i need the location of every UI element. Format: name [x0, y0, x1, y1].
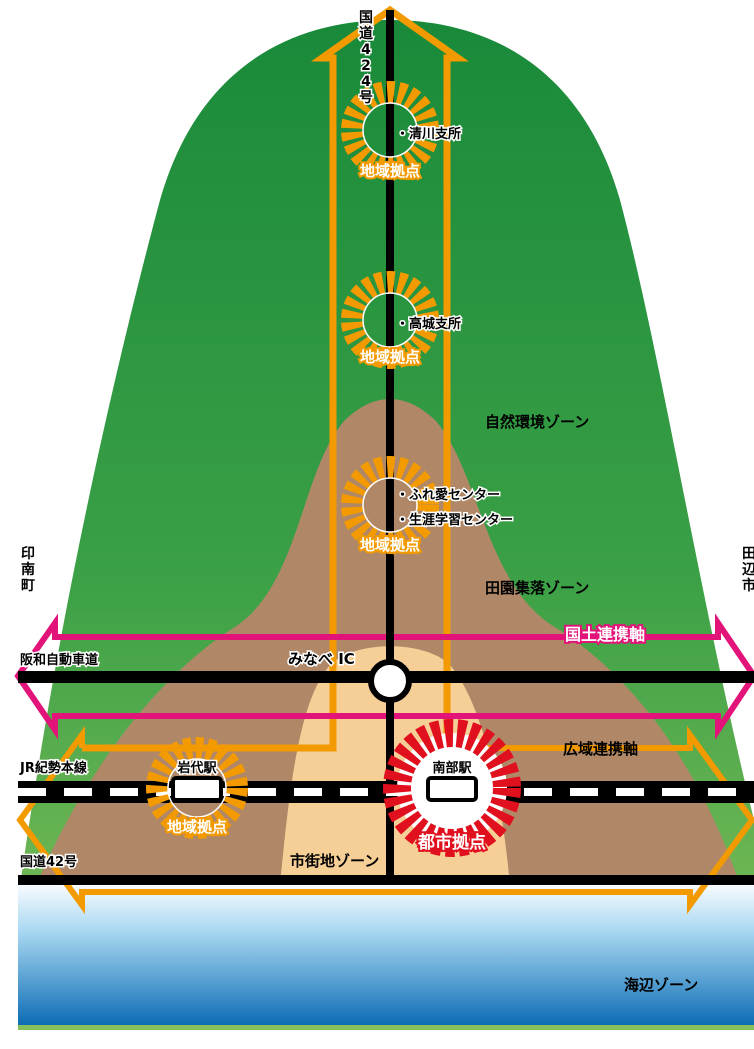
iwashiro-station-label: 岩代駅 — [176, 760, 217, 776]
tanabe-city-char: 田 — [742, 546, 754, 562]
rural-zone-label: 田園集落ゾーン — [485, 579, 589, 597]
jr-railway-label: JR紀勢本線 — [19, 760, 88, 776]
minabe-ic-label: みなべ IC — [288, 650, 355, 668]
hanwa-expressway-label: 阪和自動車道 — [20, 652, 98, 668]
hub-ring-kiyokawa — [341, 81, 439, 179]
kiyokawa-role-label: 地域拠点 — [360, 162, 420, 180]
regional-axis-label: 広域連携軸 — [563, 740, 638, 758]
national-axis-label: 国土連携軸 — [565, 625, 645, 644]
center-place-label-1: ・ふれ愛センター — [396, 487, 500, 503]
route424-char: 国 — [359, 10, 373, 26]
minabe-role-label: 都市拠点 — [417, 832, 486, 853]
route424-label: 国 道 4 2 4 号 — [358, 9, 375, 108]
minabe-station-box — [426, 776, 478, 802]
takagi-place-label: ・高城支所 — [396, 316, 461, 332]
hub-ring-takagi — [341, 271, 439, 369]
route424-char: 4 — [361, 74, 371, 90]
regional-axis-vertical-arrows — [82, 5, 470, 752]
minabe-station-label: 南部駅 — [432, 760, 472, 776]
coast-zone-shape — [18, 880, 754, 1025]
kiyokawa-place-label: ・清川支所 — [396, 126, 461, 142]
route424-char: 号 — [359, 90, 373, 106]
route424-char: 道 — [359, 25, 373, 42]
urban-zone-label: 市街地ゾーン — [290, 852, 379, 870]
tanabe-city-char: 市 — [742, 577, 754, 594]
inami-town-char: 印 — [21, 545, 35, 562]
center-role-label: 地域拠点 — [360, 536, 420, 554]
center-place-label-2: ・生涯学習センター — [396, 512, 513, 528]
iwashiro-role-label: 地域拠点 — [167, 818, 227, 836]
hub-ring-iwashiro — [146, 737, 248, 839]
minabe-ic-marker — [368, 659, 412, 703]
nature-zone-label: 自然環境ゾーン — [485, 413, 589, 431]
takagi-role-label: 地域拠点 — [360, 348, 420, 366]
national-axis-arrow — [14, 613, 754, 740]
route42-label: 国道42号 — [20, 854, 77, 870]
iwashiro-station-box — [171, 776, 223, 802]
hub-ring-center — [341, 456, 439, 554]
inami-town-char: 町 — [21, 578, 35, 594]
route424-char: 2 — [361, 58, 371, 74]
route424-char: 4 — [361, 42, 371, 58]
coast-zone-label: 海辺ゾーン — [624, 976, 698, 994]
inami-town-char: 南 — [21, 561, 35, 578]
tanabe-city-char: 辺 — [742, 561, 754, 578]
